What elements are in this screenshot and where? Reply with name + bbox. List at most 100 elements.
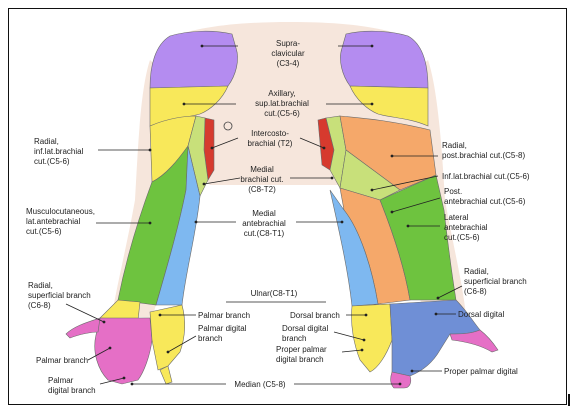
right-dorsal-branch-region xyxy=(351,303,393,373)
dot xyxy=(182,102,186,106)
label-line: Dorsal digital xyxy=(282,324,328,333)
label-palmar-digital-branch-left: Palmar digital branch xyxy=(48,376,96,395)
label-median: Median (C5-8) xyxy=(234,380,285,389)
label-line: Medial xyxy=(250,165,274,174)
right-supraclavicular-region xyxy=(340,30,429,89)
label-line: Palmar branch xyxy=(36,356,88,365)
label-line: antebrachial xyxy=(242,219,286,228)
label-line: Radial, xyxy=(34,137,59,146)
right-arm xyxy=(317,30,499,389)
label-line: Radial, xyxy=(28,281,53,290)
dot xyxy=(130,382,134,386)
label-line: Palmar digital xyxy=(198,324,247,333)
dot xyxy=(202,182,206,186)
lead-proper-palmar-digital-branch xyxy=(341,349,363,353)
dot xyxy=(340,220,344,224)
edge-mark xyxy=(568,394,570,406)
label-line: brachial cut. xyxy=(240,175,283,184)
label-line: antebrachial cut.(C5-6) xyxy=(444,197,526,206)
label-line: Intercosto- xyxy=(251,129,289,138)
dot xyxy=(108,346,112,350)
dot xyxy=(158,313,162,317)
right-medial-antebrachial-region xyxy=(329,189,379,307)
left-thumb-region xyxy=(65,317,101,339)
label-radial-post-brachial: Radial, post.brachial cut.(C5-8) xyxy=(442,141,525,160)
label-axillary: Axillary, sup.lat.brachial cut.(C5-6) xyxy=(255,89,309,118)
label-line: Radial, xyxy=(442,141,467,150)
lead-palmar-digital-l xyxy=(99,377,125,385)
dot xyxy=(410,369,414,373)
dot xyxy=(166,350,170,354)
label-palmar-branch-mid: Palmar branch xyxy=(198,311,250,320)
lead-medial-brachial-l xyxy=(203,177,241,185)
lead-post-antebrachial xyxy=(391,197,441,213)
label-lateral-antebrachial: Lateral antebrachial cut.(C5-6) xyxy=(444,213,488,242)
label-line: Post. xyxy=(444,187,462,196)
label-line: Median (C5-8) xyxy=(234,380,285,389)
dot xyxy=(436,296,440,300)
dot xyxy=(194,220,198,224)
label-medial-antebrachial: Medial antebrachial cut.(C8-T1) xyxy=(242,209,286,238)
label-radial-superficial-left: Radial, superficial branch (C6-8) xyxy=(28,281,91,310)
lead-intercostobrachial-r xyxy=(299,137,325,149)
label-line: Dorsal digital xyxy=(458,310,504,319)
label-line: antebrachial xyxy=(444,223,488,232)
label-line: superficial branch xyxy=(28,291,91,300)
label-palmar-branch-left: Palmar branch xyxy=(36,356,88,365)
label-proper-palmar-digital-branch: Proper palmar digital branch xyxy=(276,345,327,364)
label-line: (C6-8) xyxy=(28,301,51,310)
label-line: superficial branch xyxy=(464,277,527,286)
label-line: brachial (T2) xyxy=(248,139,293,148)
label-musculocutaneous: Musculocutaneous, lat.antebrachial cut.(… xyxy=(26,207,95,236)
label-dorsal-digital-branch: Dorsal digital branch xyxy=(282,324,328,343)
label-line: Inf.lat.brachial cut.(C5-6) xyxy=(442,172,530,181)
label-line: Supra- xyxy=(276,39,300,48)
dot xyxy=(102,320,106,324)
lead-inf-lat-brachial xyxy=(371,175,439,191)
label-line: Medial xyxy=(252,209,276,218)
label-palmar-digital-branch-mid: Palmar digital branch xyxy=(198,324,247,343)
label-post-antebrachial: Post. antebrachial cut.(C5-6) xyxy=(444,187,526,206)
torso-marker xyxy=(223,121,233,131)
dot xyxy=(390,210,394,214)
label-proper-palmar-digital: Proper palmar digital xyxy=(444,367,518,376)
label-line: Axillary, xyxy=(268,89,295,98)
label-line: (C3-4) xyxy=(277,59,300,68)
dot xyxy=(362,338,366,342)
dot xyxy=(148,148,152,152)
label-line: Palmar xyxy=(48,376,74,385)
label-line: branch xyxy=(282,334,306,343)
label-radial-inf-lat: Radial, inf.lat.brachial cut.(C5-6) xyxy=(34,137,84,166)
dot xyxy=(200,44,204,48)
label-supraclavicular: Supra- clavicular (C3-4) xyxy=(271,39,305,68)
dot xyxy=(210,146,214,150)
label-line: clavicular xyxy=(271,49,305,58)
label-line: digital branch xyxy=(48,386,96,395)
left-arm xyxy=(65,30,238,385)
right-radial-post-brachial-region xyxy=(339,115,437,191)
label-line: Radial, xyxy=(464,267,489,276)
label-line: lat.antebrachial xyxy=(26,217,80,226)
lead-radial-superficial-l xyxy=(65,303,105,323)
label-line: Lateral xyxy=(444,213,469,222)
label-line: digital branch xyxy=(276,355,324,364)
lead-palmar-branch-l xyxy=(87,347,111,361)
label-dorsal-branch: Dorsal branch xyxy=(290,311,340,320)
lead-dorsal-digital-branch xyxy=(333,331,365,341)
label-line: post.brachial cut.(C5-8) xyxy=(442,151,525,160)
dot xyxy=(360,348,364,352)
dot xyxy=(390,154,394,158)
label-intercostobrachial: Intercosto- brachial (T2) xyxy=(248,129,293,148)
labels: Supra- clavicular (C3-4) Axillary, sup.l… xyxy=(26,39,530,395)
dot xyxy=(322,146,326,150)
lead-palmar-digital-mid xyxy=(167,335,197,353)
label-line: branch xyxy=(198,334,222,343)
label-line: Dorsal branch xyxy=(290,311,340,320)
dot xyxy=(364,313,368,317)
label-line: Musculocutaneous, xyxy=(26,207,95,216)
left-radial-superficial-region xyxy=(99,299,141,321)
dot xyxy=(122,376,126,380)
label-line: (C6-8) xyxy=(464,287,487,296)
label-line: Proper palmar digital xyxy=(444,367,518,376)
